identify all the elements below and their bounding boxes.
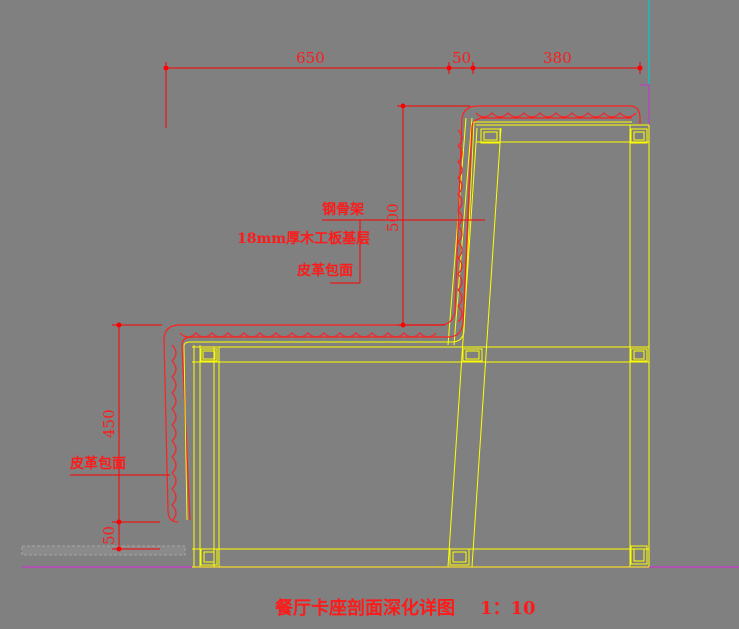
label-plywood-base: 18mm厚木工板基层 <box>237 230 370 247</box>
steel-frame <box>192 117 650 568</box>
dim-base-height: 50 <box>100 526 118 545</box>
label-steel-frame: 钢骨架 <box>322 201 364 218</box>
floor-finish <box>21 545 186 556</box>
dimension-lines <box>70 62 643 552</box>
drawing-title: 餐厅卡座剖面深化详图 <box>274 597 455 619</box>
wall-edge <box>640 84 650 568</box>
dim-seat-height: 450 <box>100 409 118 438</box>
upholstery <box>163 105 641 523</box>
drawing-scale: 1：10 <box>480 598 536 619</box>
dim-back-height: 500 <box>384 203 402 232</box>
dim-gap: 50 <box>452 49 471 67</box>
label-leather-back: 皮革包面 <box>296 262 353 279</box>
dim-seat-depth: 650 <box>296 49 325 67</box>
label-leather-seat: 皮革包面 <box>69 455 126 472</box>
plywood-layer <box>183 121 632 521</box>
dim-back-depth: 380 <box>543 49 572 67</box>
